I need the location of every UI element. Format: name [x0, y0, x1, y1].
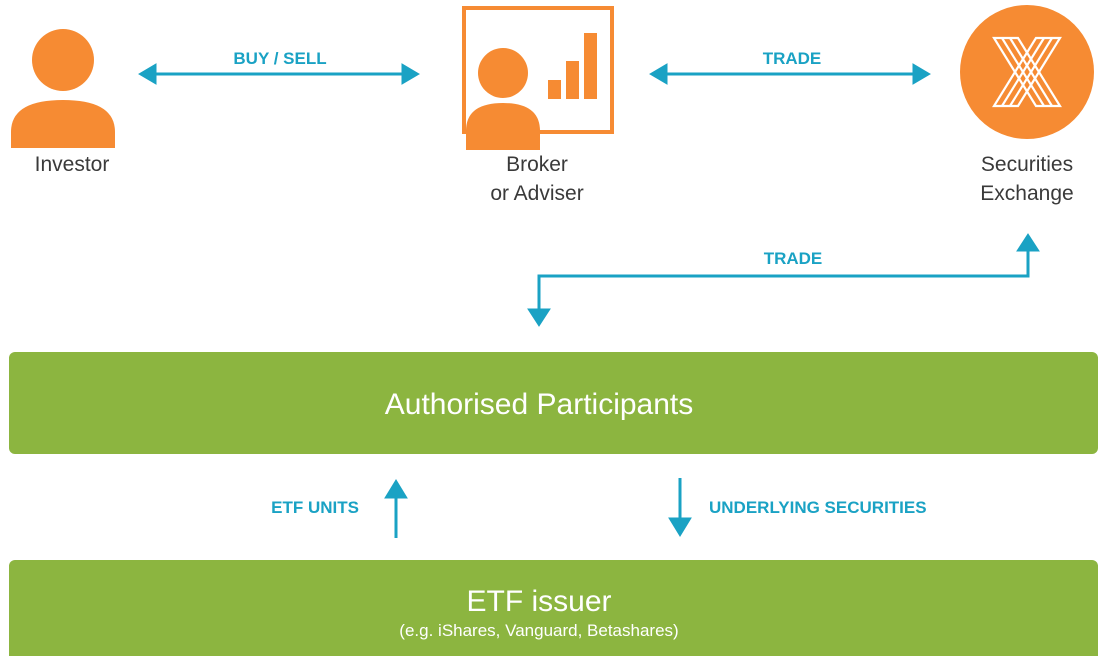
exchange-label-line1: Securities: [981, 153, 1073, 176]
trade-arrow-elbow: [527, 233, 1040, 327]
trade-label-top: TRADE: [763, 49, 822, 68]
investor-label: Investor: [35, 153, 110, 176]
underlying-securities-label: UNDERLYING SECURITIES: [709, 498, 927, 517]
underlying-securities-arrow: [668, 478, 692, 537]
etf-units-label: ETF UNITS: [271, 498, 359, 517]
trade-label-elbow: TRADE: [764, 249, 823, 268]
trade-arrow-top: [649, 63, 931, 85]
person-icon: [11, 29, 115, 148]
buy-sell-label: BUY / SELL: [233, 49, 326, 68]
etf-issuer-box: [9, 560, 1098, 656]
exchange-label-line2: Exchange: [980, 182, 1073, 205]
broker-label-line2: or Adviser: [490, 182, 583, 205]
exchange-logo-icon: [960, 5, 1094, 139]
broker-person: [466, 48, 540, 150]
authorised-participants-title: Authorised Participants: [385, 388, 694, 421]
broker-chart-icon: [462, 6, 614, 150]
broker-bars: [548, 33, 597, 99]
etf-units-arrow: [384, 479, 408, 538]
etf-issuer-subtitle: (e.g. iShares, Vanguard, Betashares): [399, 621, 678, 640]
buy-sell-arrow: [138, 63, 420, 85]
broker-label-line1: Broker: [506, 153, 568, 176]
etf-issuer-title: ETF issuer: [466, 585, 611, 618]
authorised-participants-box: [9, 352, 1098, 454]
